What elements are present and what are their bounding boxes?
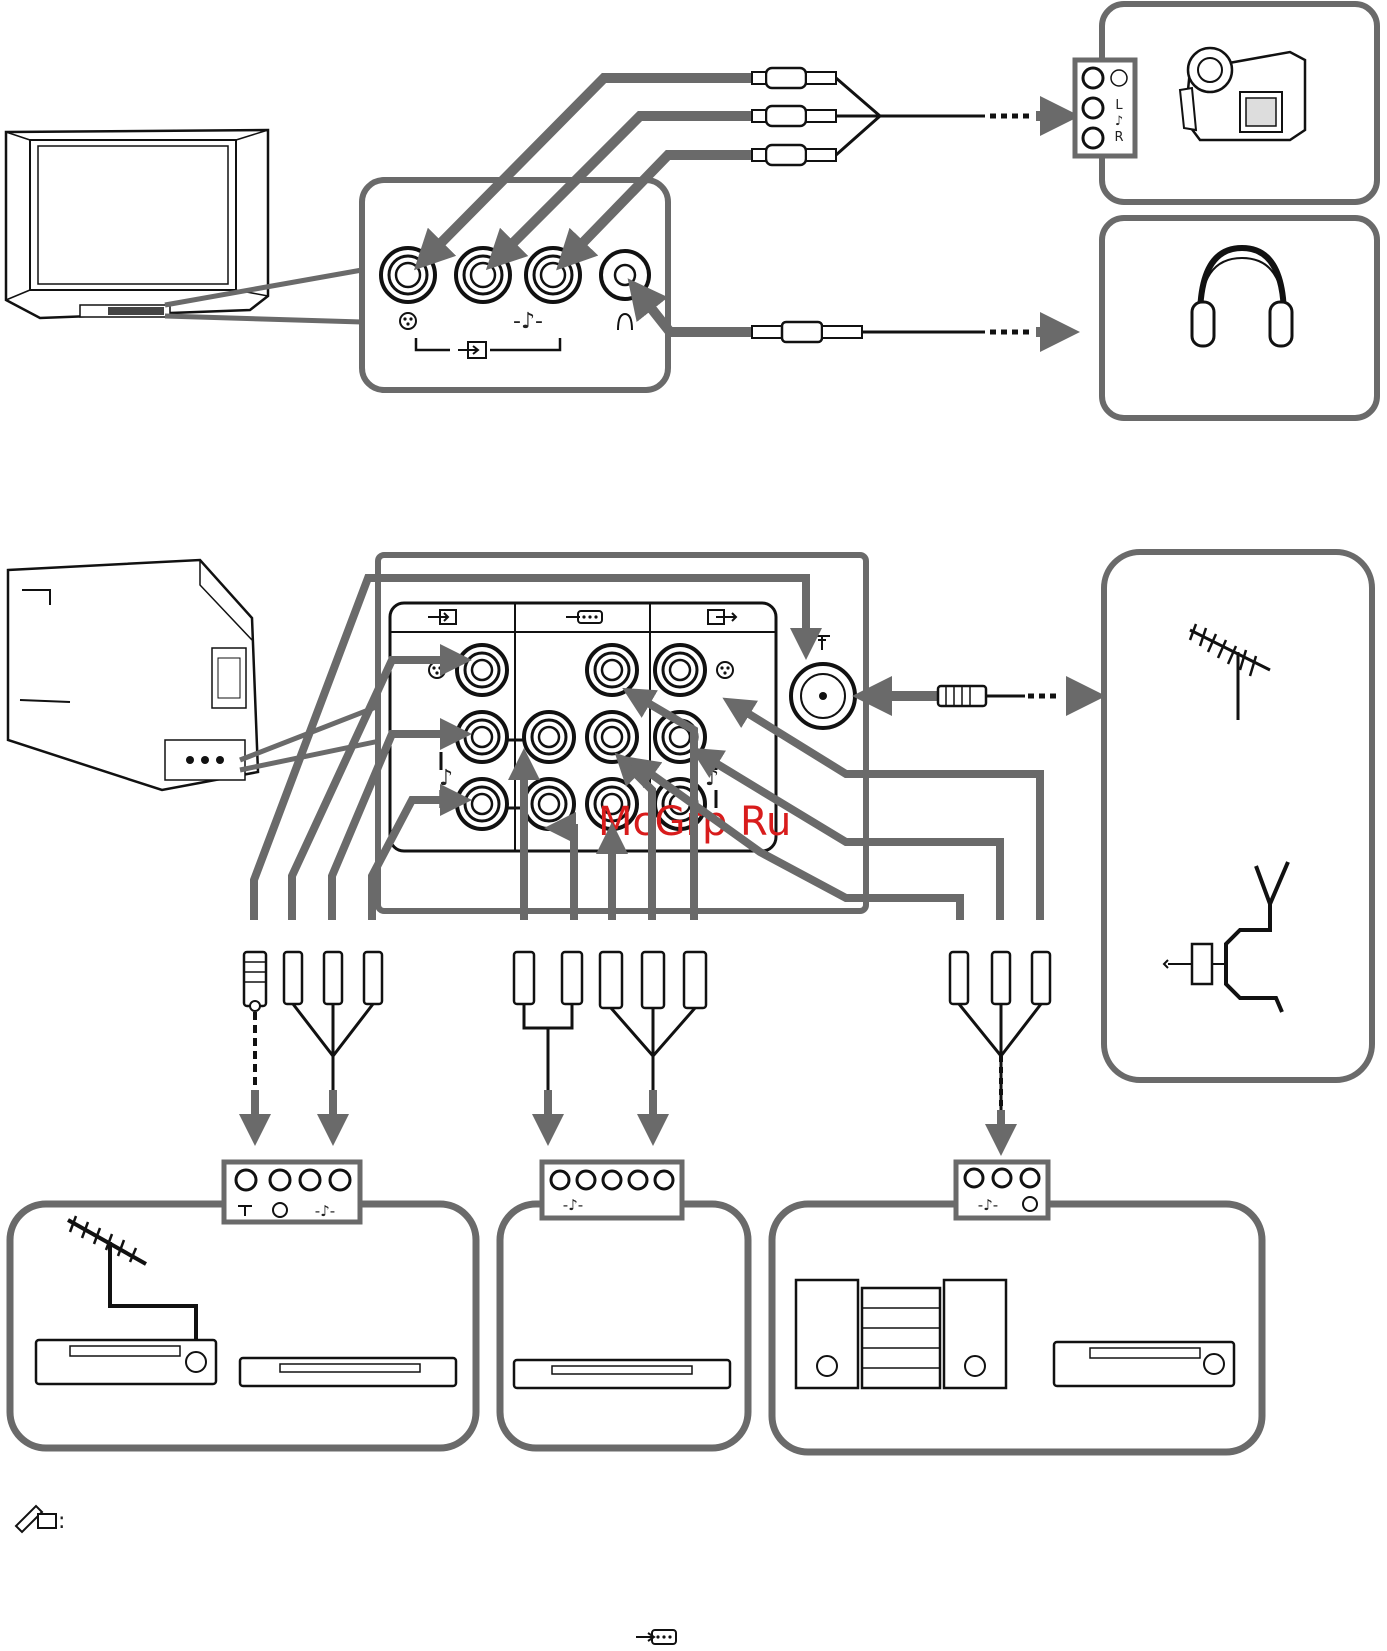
rear-audio-label-left: ♪ [439,766,453,791]
vcr-icon [36,1340,216,1384]
group3-audio-label: -♪- [978,1196,998,1214]
headphone-plug [752,322,1030,342]
group1-audio-label: -♪- [315,1202,335,1220]
rear-comp-audio-l-jack [524,779,574,829]
camcorder-letter-note: ♪ [1115,114,1123,129]
headphones-panel [1102,218,1377,418]
rear-in-audio-r-jack [457,779,507,829]
dvd-player-icon [514,1360,730,1388]
rca-cable-top [752,68,1030,165]
antenna-plug [938,686,1060,706]
rear-out-video-jack [655,645,705,695]
tv-rear-illustration [8,560,258,790]
component-input-icon [636,1630,676,1644]
stereo-system-icon [796,1280,1006,1388]
camcorder-letter-l: L [1115,98,1123,113]
plugs-vcr-group [244,952,382,1090]
rear-comp-y-jack [587,645,637,695]
antenna-panel [1104,552,1372,1080]
tv-front-illustration [6,130,268,318]
rear-comp-pb-jack [524,712,574,762]
front-panel-closeup: -♪- [362,180,668,390]
rear-comp-pr-jack [587,712,637,762]
device-panel-audio-vcr: -♪- [772,1162,1262,1452]
rear-antenna-jack [791,664,855,728]
dvd-player-icon [240,1358,456,1386]
front-headphone-jack [601,251,649,299]
plugs-audio-out-group [950,952,1050,1130]
plugs-component-group [514,952,706,1090]
note-icon [16,1506,56,1532]
vcr-icon [1054,1342,1234,1386]
front-video-jack [381,248,435,302]
group2-audio-label: -♪- [563,1196,583,1214]
device-panel-dvd-component: -♪- [500,1162,748,1448]
rear-in-video-jack [457,645,507,695]
rear-audio-label-right: ♪ [705,766,719,791]
camcorder-letter-r: R [1114,130,1123,145]
camcorder-panel: L ♪ R [1075,4,1377,202]
device-panel-vcr-dvd: -♪- [10,1162,476,1448]
note-colon: : [58,1509,65,1534]
camcorder-icon [1180,48,1305,140]
front-audio-label: -♪- [513,309,543,334]
rear-in-audio-l-jack [457,712,507,762]
